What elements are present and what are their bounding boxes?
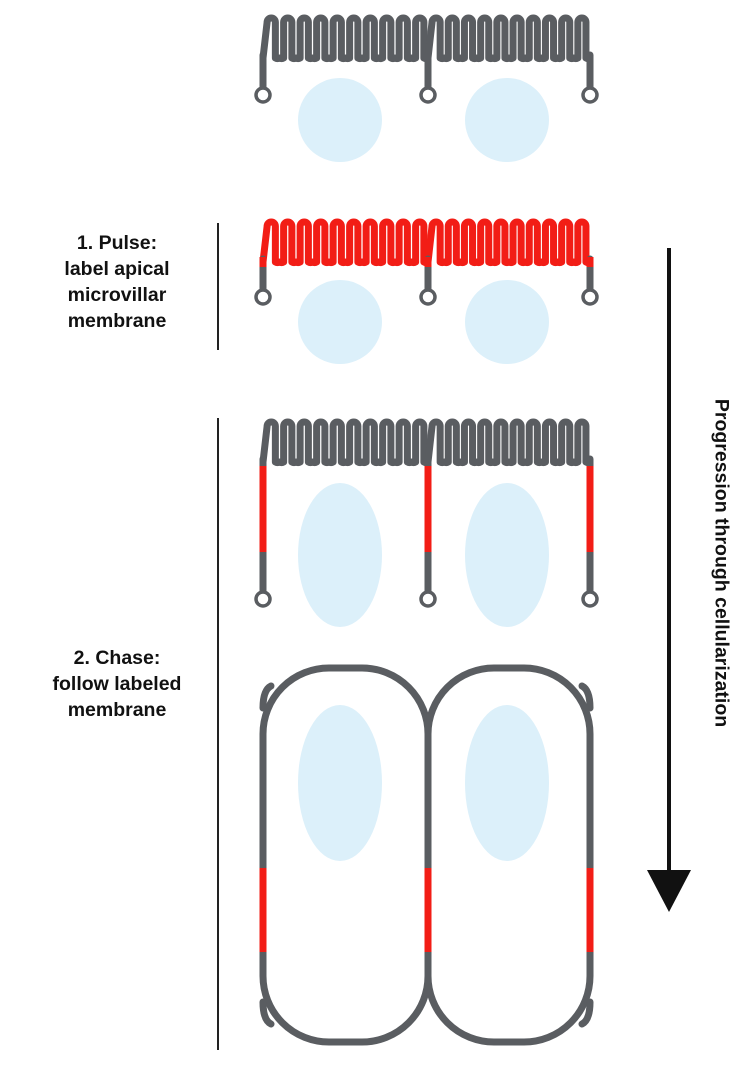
microvilli-left [259, 14, 430, 63]
nucleus-icon [465, 705, 549, 861]
nucleus-icon [465, 280, 549, 364]
furrow-canal [581, 86, 599, 104]
membrane-flap [259, 682, 275, 712]
stage-chase-early [254, 418, 599, 627]
microvilli-left [259, 218, 430, 267]
pulse-label: 1. Pulse: label apical microvillar membr… [22, 230, 212, 334]
pulse-label-line-2: label apical [64, 258, 170, 280]
microvilli-left [259, 418, 430, 467]
furrow-canal [419, 288, 437, 306]
cell-outline [424, 664, 594, 1046]
nucleus-icon [298, 705, 382, 861]
membrane-flap [578, 998, 594, 1028]
furrow-canal [581, 590, 599, 608]
furrow-canal [254, 86, 272, 104]
microvilli-right [424, 418, 592, 467]
furrow-canal [419, 86, 437, 104]
nucleus-icon [298, 280, 382, 364]
chase-label-line-1: 2. Chase: [73, 647, 161, 669]
nucleus-icon [465, 78, 549, 162]
stage-pulse [254, 218, 599, 364]
stage-before-pulse [254, 14, 599, 162]
chase-label-line-2: follow labeled [52, 673, 182, 695]
furrow-canal [254, 288, 272, 306]
membrane-flap [259, 998, 275, 1028]
nucleus-icon [298, 483, 382, 627]
microvilli-right [424, 218, 592, 267]
nucleus-icon [298, 78, 382, 162]
microvilli-right [424, 14, 592, 63]
chase-label-line-3: membrane [67, 699, 167, 721]
nucleus-icon [465, 483, 549, 627]
progression-label: Progression through cellularization [710, 398, 733, 728]
pulse-label-line-3: microvillar [67, 284, 167, 306]
progression-arrowhead [647, 870, 691, 912]
furrow-canal [581, 288, 599, 306]
pulse-label-line-4: membrane [67, 310, 167, 332]
furrow-canal [254, 590, 272, 608]
stages-group [254, 14, 599, 1046]
furrow-canal [419, 590, 437, 608]
chase-label: 2. Chase: follow labeled membrane [22, 645, 212, 723]
pulse-label-line-1: 1. Pulse: [76, 232, 158, 254]
stage-chase-late [259, 664, 594, 1046]
membrane-flap [578, 682, 594, 712]
